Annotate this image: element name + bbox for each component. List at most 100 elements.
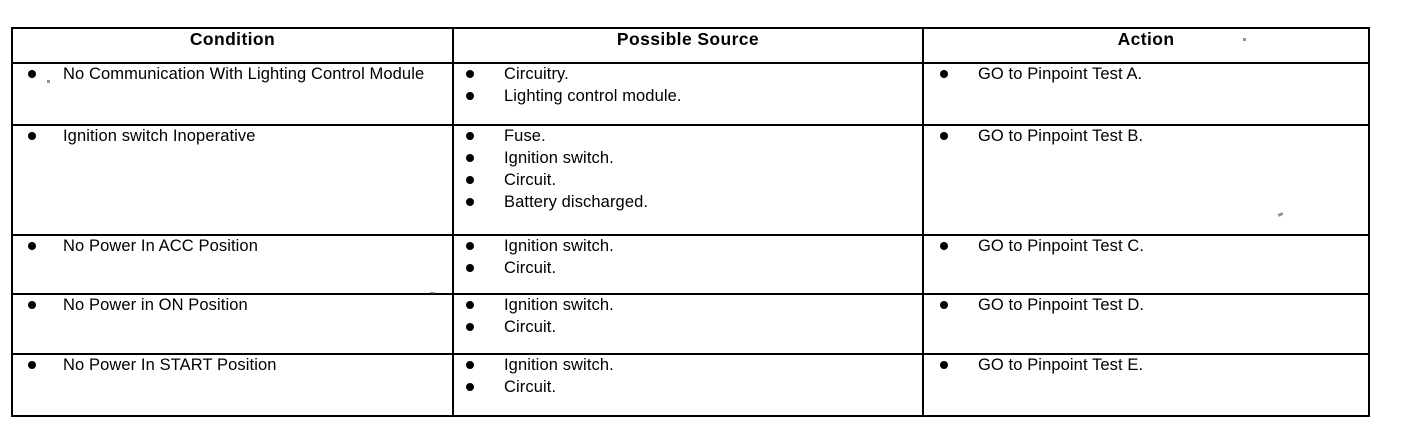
cell-action: GO to Pinpoint Test A.: [922, 62, 1370, 126]
bullet-icon: [466, 361, 474, 369]
bullet-icon: [28, 70, 36, 78]
list-item: No Communication With Lighting Control M…: [13, 64, 452, 84]
list-item-label: GO to Pinpoint Test C.: [978, 237, 1145, 255]
source-list: Ignition switch. Circuit.: [454, 295, 922, 337]
list-item-label: Ignition switch.: [504, 237, 614, 255]
list-item: GO to Pinpoint Test C.: [924, 236, 1368, 256]
cell-action: GO to Pinpoint Test D.: [922, 293, 1370, 355]
list-item-label: Ignition switch.: [504, 356, 614, 374]
source-list: Ignition switch. Circuit.: [454, 355, 922, 397]
list-item: GO to Pinpoint Test A.: [924, 64, 1368, 84]
cell-possible-source: Fuse. Ignition switch. Circuit. Bat: [452, 124, 924, 236]
condition-list: No Communication With Lighting Control M…: [13, 64, 452, 84]
list-item: Ignition switch Inoperative: [13, 126, 452, 146]
list-item-label: GO to Pinpoint Test B.: [978, 127, 1144, 145]
list-item: Circuit.: [454, 317, 922, 337]
table-row: No Power In START Position Ignition swit…: [11, 353, 1370, 417]
bullet-icon: [466, 176, 474, 184]
cell-condition: No Communication With Lighting Control M…: [11, 62, 454, 126]
list-item: Circuit.: [454, 258, 922, 278]
list-item-label: Circuit.: [504, 259, 557, 277]
cell-possible-source: Ignition switch. Circuit.: [452, 293, 924, 355]
bullet-icon: [466, 301, 474, 309]
bullet-icon: [466, 264, 474, 272]
table-row: No Power in ON Position Ignition switch.…: [11, 293, 1370, 355]
list-item-label: Circuit.: [504, 171, 557, 189]
bullet-icon: [466, 154, 474, 162]
list-item: Lighting control module.: [454, 86, 922, 106]
bullet-icon: [466, 92, 474, 100]
cell-action: GO to Pinpoint Test B.: [922, 124, 1370, 236]
list-item-label: No Communication With Lighting Control M…: [63, 65, 425, 83]
table-header-row: Condition Possible Source Action: [11, 27, 1370, 64]
condition-list: No Power In ACC Position: [13, 236, 452, 256]
action-list: GO to Pinpoint Test C.: [924, 236, 1368, 256]
action-list: GO to Pinpoint Test E.: [924, 355, 1368, 375]
list-item: Ignition switch.: [454, 236, 922, 256]
list-item-label: Lighting control module.: [504, 87, 682, 105]
list-item: No Power In START Position: [13, 355, 452, 375]
bullet-icon: [466, 323, 474, 331]
bullet-icon: [28, 301, 36, 309]
bullet-icon: [940, 70, 948, 78]
bullet-icon: [466, 242, 474, 250]
list-item: Fuse.: [454, 126, 922, 146]
list-item: Battery discharged.: [454, 192, 922, 212]
bullet-icon: [466, 70, 474, 78]
table-body: No Communication With Lighting Control M…: [11, 62, 1370, 417]
scan-artifact: [1243, 38, 1246, 41]
action-list: GO to Pinpoint Test B.: [924, 126, 1368, 146]
condition-list: No Power In START Position: [13, 355, 452, 375]
list-item: Circuit.: [454, 377, 922, 397]
list-item-label: Circuit.: [504, 378, 557, 396]
list-item-label: Ignition switch Inoperative: [63, 127, 256, 145]
list-item-label: GO to Pinpoint Test A.: [978, 65, 1143, 83]
list-item-label: No Power In ACC Position: [63, 237, 258, 255]
bullet-icon: [466, 198, 474, 206]
column-header-possible-source: Possible Source: [452, 27, 924, 64]
cell-possible-source: Ignition switch. Circuit.: [452, 353, 924, 417]
list-item: No Power in ON Position: [13, 295, 452, 315]
bullet-icon: [28, 361, 36, 369]
list-item: Ignition switch.: [454, 355, 922, 375]
list-item-label: GO to Pinpoint Test D.: [978, 296, 1145, 314]
table-row: No Communication With Lighting Control M…: [11, 62, 1370, 126]
cell-action: GO to Pinpoint Test E.: [922, 353, 1370, 417]
list-item-label: GO to Pinpoint Test E.: [978, 356, 1144, 374]
source-list: Fuse. Ignition switch. Circuit. Bat: [454, 126, 922, 212]
table-row: No Power In ACC Position Ignition switch…: [11, 234, 1370, 295]
list-item: Circuitry.: [454, 64, 922, 84]
diagnostic-symptom-table: Condition Possible Source Action No Comm…: [11, 27, 1370, 417]
source-list: Circuitry. Lighting control module.: [454, 64, 922, 106]
action-list: GO to Pinpoint Test D.: [924, 295, 1368, 315]
list-item-label: Fuse.: [504, 127, 546, 145]
list-item-label: Circuitry.: [504, 65, 569, 83]
list-item: Ignition switch.: [454, 295, 922, 315]
column-header-condition: Condition: [11, 27, 454, 64]
bullet-icon: [466, 132, 474, 140]
list-item: No Power In ACC Position: [13, 236, 452, 256]
bullet-icon: [940, 132, 948, 140]
list-item-label: No Power In START Position: [63, 356, 277, 374]
cell-condition: No Power In ACC Position: [11, 234, 454, 295]
cell-possible-source: Ignition switch. Circuit.: [452, 234, 924, 295]
cell-action: GO to Pinpoint Test C.: [922, 234, 1370, 295]
list-item: Circuit.: [454, 170, 922, 190]
list-item-label: Circuit.: [504, 318, 557, 336]
action-list: GO to Pinpoint Test A.: [924, 64, 1368, 84]
bullet-icon: [940, 301, 948, 309]
list-item-label: No Power in ON Position: [63, 296, 248, 314]
list-item-label: Battery discharged.: [504, 193, 649, 211]
list-item-label: Ignition switch.: [504, 296, 614, 314]
column-header-action: Action: [922, 27, 1370, 64]
bullet-icon: [940, 242, 948, 250]
cell-condition: No Power in ON Position: [11, 293, 454, 355]
cell-possible-source: Circuitry. Lighting control module.: [452, 62, 924, 126]
bullet-icon: [28, 242, 36, 250]
list-item: GO to Pinpoint Test B.: [924, 126, 1368, 146]
list-item-label: Ignition switch.: [504, 149, 614, 167]
list-item: Ignition switch.: [454, 148, 922, 168]
table-header: Condition Possible Source Action: [11, 27, 1370, 64]
condition-list: No Power in ON Position: [13, 295, 452, 315]
